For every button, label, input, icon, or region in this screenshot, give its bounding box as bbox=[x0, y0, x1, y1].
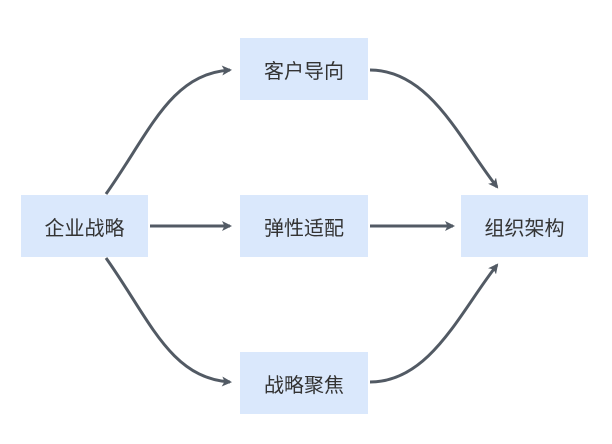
node-enterprise-strategy: 企业战略 bbox=[21, 195, 148, 257]
node-organizational-structure: 组织架构 bbox=[461, 195, 588, 257]
edge-source-to-top bbox=[104, 65, 232, 195]
edge-source-to-bottom bbox=[104, 257, 232, 387]
node-strategic-focus: 战略聚焦 bbox=[240, 352, 368, 414]
node-customer-orientation: 客户导向 bbox=[240, 38, 368, 100]
edge-bottom-to-target bbox=[369, 263, 499, 384]
node-flexible-adaptation: 弹性适配 bbox=[240, 195, 368, 257]
edge-top-to-target bbox=[369, 68, 499, 189]
